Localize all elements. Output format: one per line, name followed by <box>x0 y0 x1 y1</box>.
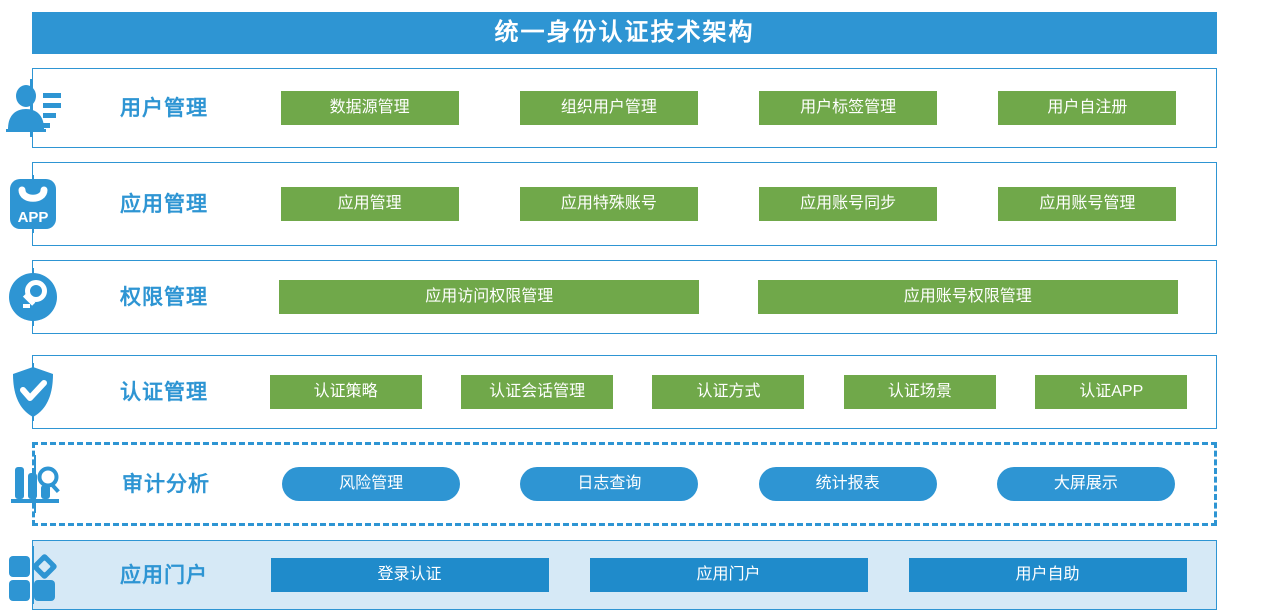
bar-chart-magnifier-icon <box>3 453 67 515</box>
item-chip[interactable]: 认证APP <box>1035 375 1188 409</box>
svg-text:APP: APP <box>18 209 49 226</box>
row-application-portal: 应用门户 登录认证 应用门户 用户自助 <box>9 540 1217 610</box>
item-chip[interactable]: 用户自注册 <box>998 91 1177 125</box>
row-items-application-management: 应用管理 应用特殊账号 应用账号同步 应用账号管理 <box>255 187 1216 221</box>
row-user-management: 用户管理 数据源管理 组织用户管理 用户标签管理 用户自注册 <box>6 68 1217 148</box>
item-chip[interactable]: 应用账号管理 <box>998 187 1177 221</box>
item-chip[interactable]: 数据源管理 <box>280 91 459 125</box>
row-label-permission-management: 权限管理 <box>120 285 208 309</box>
item-chip[interactable]: 应用特殊账号 <box>519 187 698 221</box>
diagram-title-bar: 统一身份认证技术架构 <box>32 12 1217 54</box>
item-chip[interactable]: 认证方式 <box>652 375 805 409</box>
item-chip[interactable]: 认证场景 <box>843 375 996 409</box>
row-authentication-management: 认证管理 认证策略 认证会话管理 认证方式 认证场景 认证APP <box>13 355 1217 429</box>
row-label-application-portal: 应用门户 <box>120 563 208 587</box>
item-chip[interactable]: 认证会话管理 <box>461 375 614 409</box>
row-items-permission-management: 应用访问权限管理 应用账号权限管理 <box>255 280 1216 314</box>
item-chip[interactable]: 应用门户 <box>589 558 868 592</box>
row-items-authentication-management: 认证策略 认证会话管理 认证方式 认证场景 认证APP <box>255 375 1216 409</box>
row-items-application-portal: 登录认证 应用门户 用户自助 <box>255 558 1216 592</box>
item-chip[interactable]: 登录认证 <box>270 558 549 592</box>
row-label-audit-analysis: 审计分析 <box>122 472 210 496</box>
item-chip[interactable]: 日志查询 <box>520 467 699 501</box>
row-label-application-management: 应用管理 <box>120 192 208 216</box>
item-chip[interactable]: 统计报表 <box>758 467 937 501</box>
row-permission-management: 权限管理 应用访问权限管理 应用账号权限管理 <box>9 260 1217 334</box>
row-application-management: APP 应用管理 应用管理 应用特殊账号 应用账号同步 应用账号管理 <box>10 162 1217 246</box>
item-chip[interactable]: 应用访问权限管理 <box>279 280 700 314</box>
user-profile-icon <box>1 77 65 139</box>
item-chip[interactable]: 应用账号同步 <box>759 187 938 221</box>
item-chip[interactable]: 组织用户管理 <box>519 91 698 125</box>
row-audit-analysis: 审计分析 风险管理 日志查询 统计报表 大屏展示 <box>11 442 1217 526</box>
item-chip[interactable]: 用户自助 <box>908 558 1187 592</box>
row-label-user-management: 用户管理 <box>120 96 208 120</box>
item-chip[interactable]: 大屏展示 <box>996 467 1175 501</box>
row-items-user-management: 数据源管理 组织用户管理 用户标签管理 用户自注册 <box>255 91 1216 125</box>
item-chip[interactable]: 应用账号权限管理 <box>757 280 1178 314</box>
shield-check-icon <box>1 361 65 423</box>
portal-squares-icon <box>1 544 65 606</box>
row-items-audit-analysis: 风险管理 日志查询 统计报表 大屏展示 <box>257 467 1214 501</box>
item-chip[interactable]: 风险管理 <box>282 467 461 501</box>
item-chip[interactable]: 认证策略 <box>269 375 422 409</box>
app-badge-icon: APP <box>1 173 65 235</box>
item-chip[interactable]: 应用管理 <box>280 187 459 221</box>
key-circle-icon <box>1 266 65 328</box>
item-chip[interactable]: 用户标签管理 <box>759 91 938 125</box>
page-title: 统一身份认证技术架构 <box>494 19 755 46</box>
row-label-authentication-management: 认证管理 <box>120 380 208 404</box>
